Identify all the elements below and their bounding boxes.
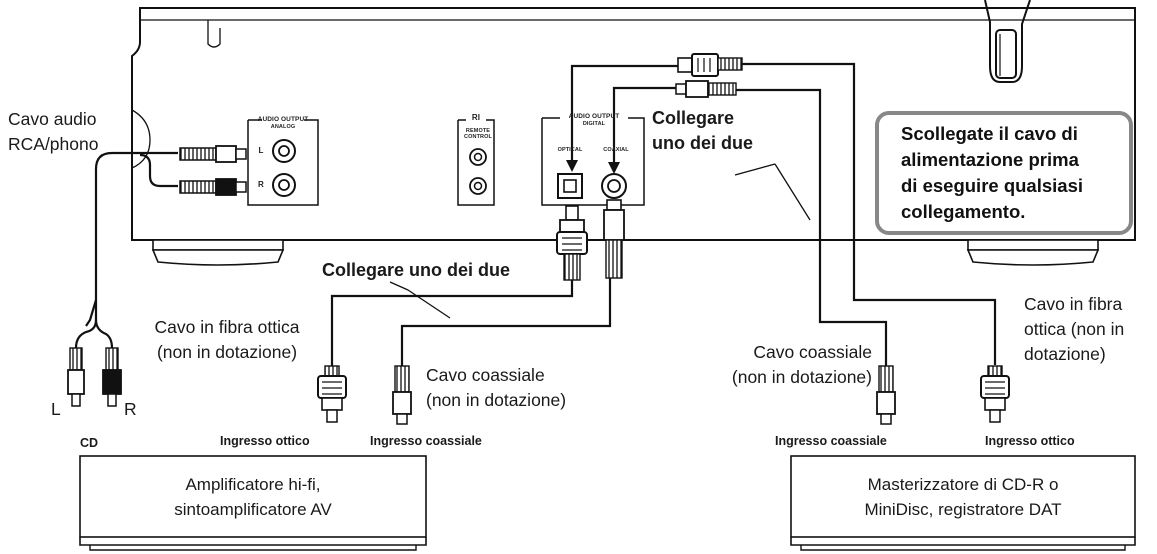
remote-label-1: REMOTE <box>465 128 491 134</box>
amplifier-label-1: Amplificatore hi-fi, <box>185 475 321 494</box>
analog-sub-label: ANALOG <box>270 124 296 130</box>
connect-one-bottom: Collegare uno dei due <box>322 260 511 280</box>
fiber-right-label-1: Cavo in fibra <box>1024 294 1123 314</box>
input-coaxial-recorder-label: Ingresso coassiale <box>775 434 887 448</box>
recorder-box <box>790 455 1136 551</box>
fiber-left-label-2: (non in dotazione) <box>156 342 298 362</box>
warning-line-4: collegamento. <box>901 201 1026 222</box>
connect-one-top-2: uno dei due <box>652 133 753 153</box>
analog-plug-r <box>102 347 122 407</box>
rca-cable-label-2: RCA/phono <box>8 134 99 154</box>
analog-group-label: AUDIO OUTPUT <box>257 116 309 123</box>
coaxial-plug-on-player <box>603 199 625 279</box>
amplifier-box <box>79 455 427 551</box>
recorder-label-2: MiniDisc, registratore DAT <box>864 500 1062 519</box>
plug-l-label: L <box>51 399 61 419</box>
optical-plug-amp <box>317 365 347 423</box>
input-optical-amp-label: Ingresso ottico <box>220 434 310 448</box>
power-cord <box>984 0 1031 83</box>
rca-plug-right <box>179 178 247 196</box>
coaxial-plug-top <box>675 80 737 98</box>
coax-left-label-2: (non in dotazione) <box>426 390 567 410</box>
digital-group-label: AUDIO OUTPUT <box>568 113 620 120</box>
ri-logo: RI <box>471 113 481 122</box>
analog-plug-l <box>67 347 85 407</box>
fiber-left-label-1: Cavo in fibra ottica <box>154 317 300 337</box>
digital-output-group <box>541 117 645 206</box>
input-coaxial-amp-label: Ingresso coassiale <box>370 434 482 448</box>
remote-label-2: CONTROL <box>464 134 492 140</box>
optical-plug-recorder <box>980 365 1010 423</box>
digital-sub-label: DIGITAL <box>582 121 606 127</box>
arrows <box>566 160 620 174</box>
warning-line-2: alimentazione prima <box>901 149 1079 170</box>
warning-line-3: di eseguire qualsiasi <box>901 175 1083 196</box>
jack-r-label: R <box>258 180 264 189</box>
connect-one-top-1: Collegare <box>652 108 735 128</box>
optical-plug-on-player <box>556 205 588 281</box>
amplifier-label-2: sintoamplificatore AV <box>174 500 332 519</box>
coaxial-jack-label: COAXIAL <box>603 147 629 153</box>
coax-left-label-1: Cavo coassiale <box>426 365 545 385</box>
coax-right-label-2: (non in dotazione) <box>731 367 872 387</box>
fiber-right-label-2: ottica (non in <box>1024 319 1125 339</box>
warning-callout: Scollegate il cavo di alimentazione prim… <box>875 111 1133 235</box>
pointer-lines <box>389 163 811 319</box>
rca-plug-left <box>179 145 247 163</box>
analog-output-group <box>247 119 319 206</box>
warning-line-1: Scollegate il cavo di <box>901 123 1078 144</box>
jack-l-label: L <box>258 146 264 155</box>
coaxial-plug-amp <box>392 365 412 425</box>
coax-right-label-1: Cavo coassiale <box>753 342 872 362</box>
optical-jack-label: OPTICAL <box>557 147 583 153</box>
cd-label: CD <box>80 436 99 450</box>
coaxial-plug-recorder <box>876 365 896 425</box>
plug-r-label: R <box>124 399 137 419</box>
fiber-right-label-3: dotazione) <box>1024 344 1106 364</box>
recorder-label-1: Masterizzatore di CD-R o <box>867 475 1059 494</box>
rca-cable-label-1: Cavo audio <box>8 109 97 129</box>
remote-control-group <box>457 119 495 206</box>
optical-plug-top <box>677 53 743 77</box>
input-optical-recorder-label: Ingresso ottico <box>985 434 1075 448</box>
